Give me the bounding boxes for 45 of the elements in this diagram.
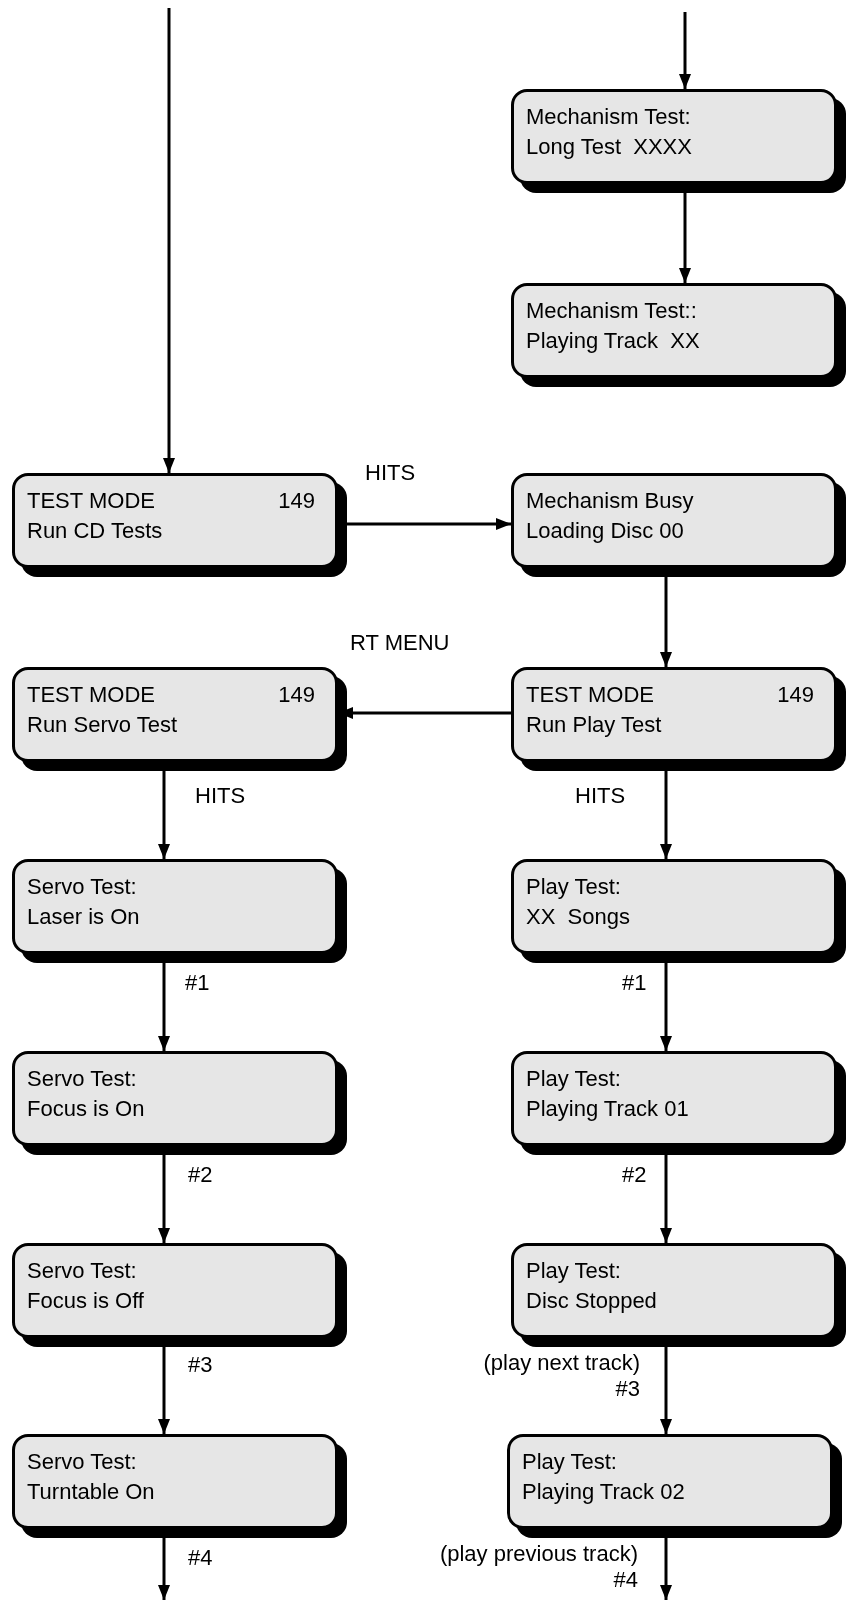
display-text: Play Test:: [526, 874, 621, 900]
display-text: Run Servo Test: [27, 712, 177, 738]
edge-label: #1: [622, 970, 647, 996]
display-text: Play Test:: [526, 1258, 621, 1284]
edge-label: (play next track) #3: [482, 1350, 640, 1402]
edge-label: HITS: [575, 783, 626, 809]
display-text: Servo Test:: [27, 1258, 137, 1284]
edge-label: #2: [188, 1162, 213, 1188]
display-text: 149: [777, 682, 814, 708]
display-text: Mechanism Test:: [526, 104, 691, 130]
display-text: Mechanism Test::: [526, 298, 697, 324]
edge-label: #4: [188, 1545, 213, 1571]
edge-label: HITS: [365, 460, 416, 486]
display-text: Servo Test:: [27, 1449, 137, 1475]
display-text: Servo Test:: [27, 874, 137, 900]
display-text: Playing Track 01: [526, 1096, 689, 1122]
display-text: Turntable On: [27, 1479, 155, 1505]
display-text: Run CD Tests: [27, 518, 163, 544]
display-text: Focus is On: [27, 1096, 145, 1122]
display-text: Mechanism Busy: [526, 488, 694, 514]
display-text: Play Test:: [522, 1449, 617, 1475]
arrow: [163, 8, 175, 473]
edge-label: #3: [188, 1352, 213, 1378]
edge-label: #2: [622, 1162, 647, 1188]
display-text: Playing Track 02: [522, 1479, 685, 1505]
arrow: [679, 12, 691, 89]
display-text: Focus is Off: [27, 1288, 144, 1314]
display-text: Run Play Test: [526, 712, 662, 738]
display-text: Play Test:: [526, 1066, 621, 1092]
display-text: TEST MODE: [27, 488, 155, 514]
display-text: Servo Test:: [27, 1066, 137, 1092]
display-text: XX Songs: [526, 904, 630, 930]
display-text: 149: [278, 682, 315, 708]
display-text: TEST MODE: [27, 682, 155, 708]
display-text: Playing Track XX: [526, 328, 700, 354]
edge-label: HITS: [195, 783, 246, 809]
display-text: Long Test XXXX: [526, 134, 692, 160]
edge-label: (play previous track) #4: [438, 1541, 638, 1593]
display-text: Loading Disc 00: [526, 518, 684, 544]
edge-label: RT MENU: [350, 630, 450, 656]
display-text: 149: [278, 488, 315, 514]
display-text: TEST MODE: [526, 682, 654, 708]
display-text: Laser is On: [27, 904, 140, 930]
edge-label: #1: [185, 970, 210, 996]
display-text: Disc Stopped: [526, 1288, 657, 1314]
